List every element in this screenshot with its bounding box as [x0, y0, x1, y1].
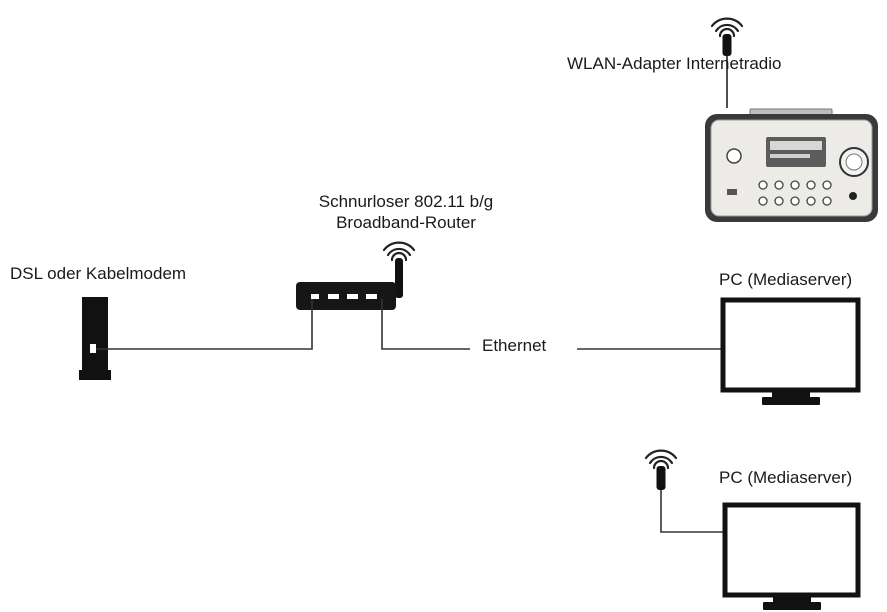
- monitor-icon-wireless: [722, 502, 861, 610]
- radio-wifi-icon: [710, 17, 744, 38]
- pc-antenna-icon: [656, 466, 666, 490]
- ethernet-label: Ethernet: [482, 336, 547, 355]
- modem-label: DSL oder Kabelmodem: [10, 264, 187, 283]
- internet-radio-icon: [705, 108, 878, 222]
- pc-wired-label: PC (Mediaserver): [719, 270, 853, 289]
- cables: [96, 299, 725, 533]
- router-icon: [296, 282, 396, 310]
- radio-antenna-icon: [722, 34, 732, 108]
- wireless-pc-antenna-cable: [660, 488, 725, 533]
- modem-icon: [79, 297, 111, 380]
- modem-router-cable: [96, 299, 313, 350]
- router-antenna-icon: [395, 258, 403, 298]
- router-ethernet-cable: [381, 299, 470, 350]
- monitor-icon: [720, 297, 861, 405]
- pc-wireless-label: PC (Mediaserver): [719, 468, 853, 487]
- router-label-line2: Broadband-Router: [336, 213, 476, 232]
- radio-label: WLAN-Adapter Internetradio: [567, 54, 782, 73]
- router-wifi-icon: [382, 241, 416, 262]
- pc-wifi-icon: [644, 449, 678, 470]
- router-label-line1: Schnurloser 802.11 b/g: [318, 192, 494, 211]
